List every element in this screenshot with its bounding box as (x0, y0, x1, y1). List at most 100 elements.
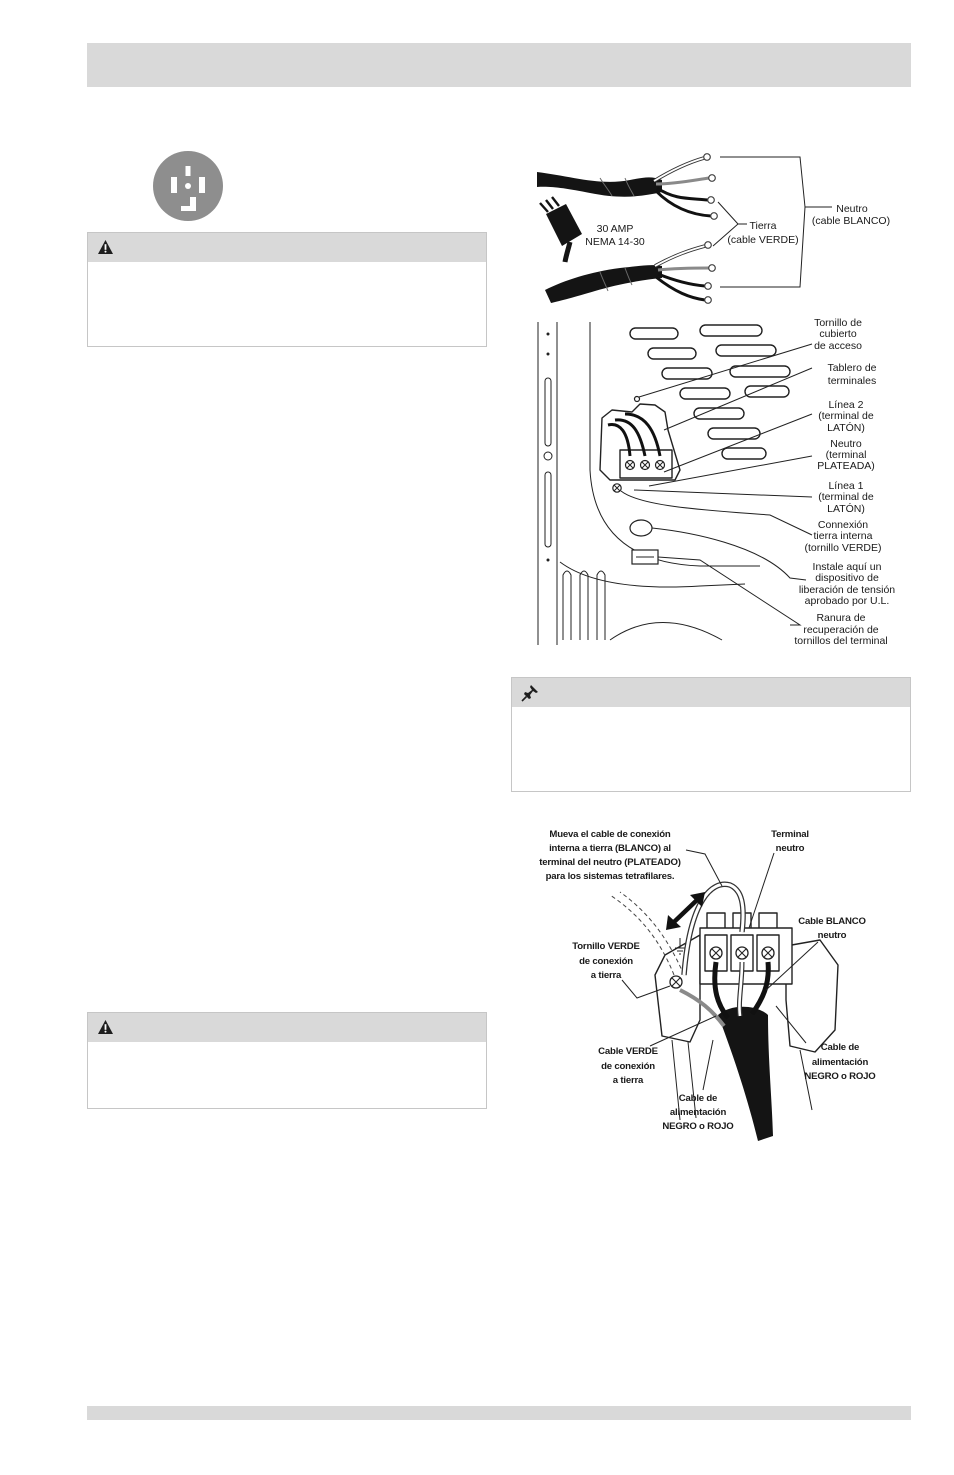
strain-relief-label: Instale aquí un (813, 561, 882, 573)
screw-slot-label: Ranura de (816, 612, 865, 624)
line1-label: (terminal de (818, 491, 874, 503)
white-neutral-wire (736, 961, 745, 1017)
pushpin-icon (521, 685, 538, 702)
warning-triangle-icon (98, 240, 113, 254)
lower-cord-wires (654, 241, 716, 304)
move-wire-instruction: Mueva el cable de conexión (549, 829, 671, 840)
internal-ground-screw (612, 483, 622, 493)
green-wire-label: de conexión (601, 1061, 655, 1072)
access-screw-label: cubierto (819, 328, 857, 340)
move-wire-instruction: terminal del neutro (PLATEADO) (539, 857, 680, 868)
access-screw-label: Tornillo de (814, 317, 862, 329)
black-red-supply-wire (712, 961, 731, 1020)
vent-slot (661, 367, 713, 380)
supply-wire-label-right: Cable de (821, 1042, 859, 1053)
power-cable (718, 1006, 773, 1141)
power-cord-diagram: 30 AMP NEMA 14-30 Tierra (cable VERDE) N… (537, 153, 890, 304)
line2-label: (terminal de (818, 410, 874, 422)
green-screw-label: de conexión (579, 956, 633, 967)
vent-slot (707, 427, 761, 440)
plug-label: 30 AMP (597, 223, 634, 235)
note-box-header (512, 678, 910, 707)
move-wire-instruction: para los sistemas tetrafilares. (546, 871, 675, 882)
warning-box-top (87, 232, 487, 347)
green-wire-label: a tierra (613, 1075, 644, 1086)
dryer-back-panel (537, 322, 760, 645)
strain-relief-label: liberación de tensión (799, 584, 895, 596)
ground-symbol-icon (675, 938, 685, 955)
warning-box-bottom (87, 1012, 487, 1109)
vent-slot (647, 347, 697, 360)
white-internal-wire (681, 881, 746, 976)
white-neutral-wire-label: Cable BLANCO (798, 916, 866, 927)
ground-bracket-line (712, 201, 747, 247)
white-neutral-wire-label: neutro (818, 930, 847, 941)
neutral-terminal-label: Terminal (771, 829, 809, 840)
power-cord-upper (537, 172, 662, 197)
vent-slot (729, 365, 791, 378)
access-cover-screw (633, 395, 641, 403)
access-screw-label: de acceso (814, 340, 862, 352)
internal-ground-label: Connexión (818, 519, 868, 531)
strain-relief-hole (629, 519, 653, 537)
neutral-bracket-line (720, 156, 832, 288)
vent-slot (744, 385, 790, 398)
warning-box-header (88, 1013, 486, 1042)
strain-relief-label: dispositivo de (815, 572, 879, 584)
vent-slot (693, 407, 745, 420)
strain-relief-label: aprobado por U.L. (805, 595, 890, 607)
original-wire-position (609, 894, 675, 976)
supply-wire-label-left: alimentación (670, 1107, 727, 1118)
supply-wire-label-right: NEGRO o ROJO (804, 1071, 876, 1082)
black-red-supply-wire (749, 961, 771, 1016)
internal-ground-label: tierra interna (814, 530, 873, 542)
right-bracket (785, 939, 839, 1053)
green-screw-label: Tornillo VERDE (572, 941, 640, 952)
green-wire-label: Cable VERDE (598, 1046, 658, 1057)
page-header-bar (87, 43, 911, 87)
vent-slot (629, 327, 679, 340)
move-direction-arrow-icon (666, 892, 705, 930)
neutral-terminal-label: (terminal (826, 449, 867, 461)
neutral-terminal-label: Neutro (830, 438, 862, 450)
ground-wire-label: (cable VERDE) (727, 234, 798, 246)
neutral-terminal-label: neutro (776, 843, 805, 854)
note-box (511, 677, 911, 792)
vent-slot (679, 387, 731, 400)
terminal-screw (761, 946, 775, 960)
green-screw-label: a tierra (591, 970, 622, 981)
line2-label: Línea 2 (828, 399, 863, 411)
vent-slot (715, 344, 777, 357)
supply-wire-label-left: Cable de (679, 1093, 717, 1104)
move-wire-instruction: interna a tierra (BLANCO) al (549, 843, 671, 854)
terminal-block-diagram: Tornillo de cubierto de acceso Tablero d… (537, 317, 895, 647)
vent-slots (629, 324, 791, 460)
four-wire-connection-diagram: Mueva el cable de conexión interna a tie… (539, 829, 877, 1141)
internal-ground-label: (tornillo VERDE) (804, 542, 881, 554)
line1-label: LATÓN) (827, 502, 865, 515)
warning-triangle-icon (98, 1020, 113, 1034)
warning-box-header (88, 233, 486, 262)
outlet-receptacle-icon (153, 151, 223, 221)
line1-label: Línea 1 (828, 480, 863, 492)
neutral-wire-label: (cable BLANCO) (812, 215, 890, 227)
screw-slot-label: tornillos del terminal (794, 635, 887, 647)
page-footer-bar (87, 1406, 911, 1420)
upper-cord-wires (653, 153, 718, 220)
plug-label: NEMA 14-30 (585, 236, 645, 248)
wiring-leader-lines (621, 849, 819, 1091)
screw-slot-label: recuperación de (803, 624, 878, 636)
terminal-screw (639, 459, 651, 471)
nema-plug-icon (539, 196, 582, 263)
terminal-block (599, 403, 681, 481)
vent-slot (699, 324, 763, 337)
vent-slot (721, 447, 767, 460)
neutral-terminal-screw (735, 946, 749, 960)
terminal-screw (709, 946, 723, 960)
terminal-screw (624, 459, 636, 471)
neutral-terminal-label: PLATEADA) (817, 460, 875, 472)
green-ground-screw (669, 975, 683, 989)
terminal-screw (654, 459, 666, 471)
